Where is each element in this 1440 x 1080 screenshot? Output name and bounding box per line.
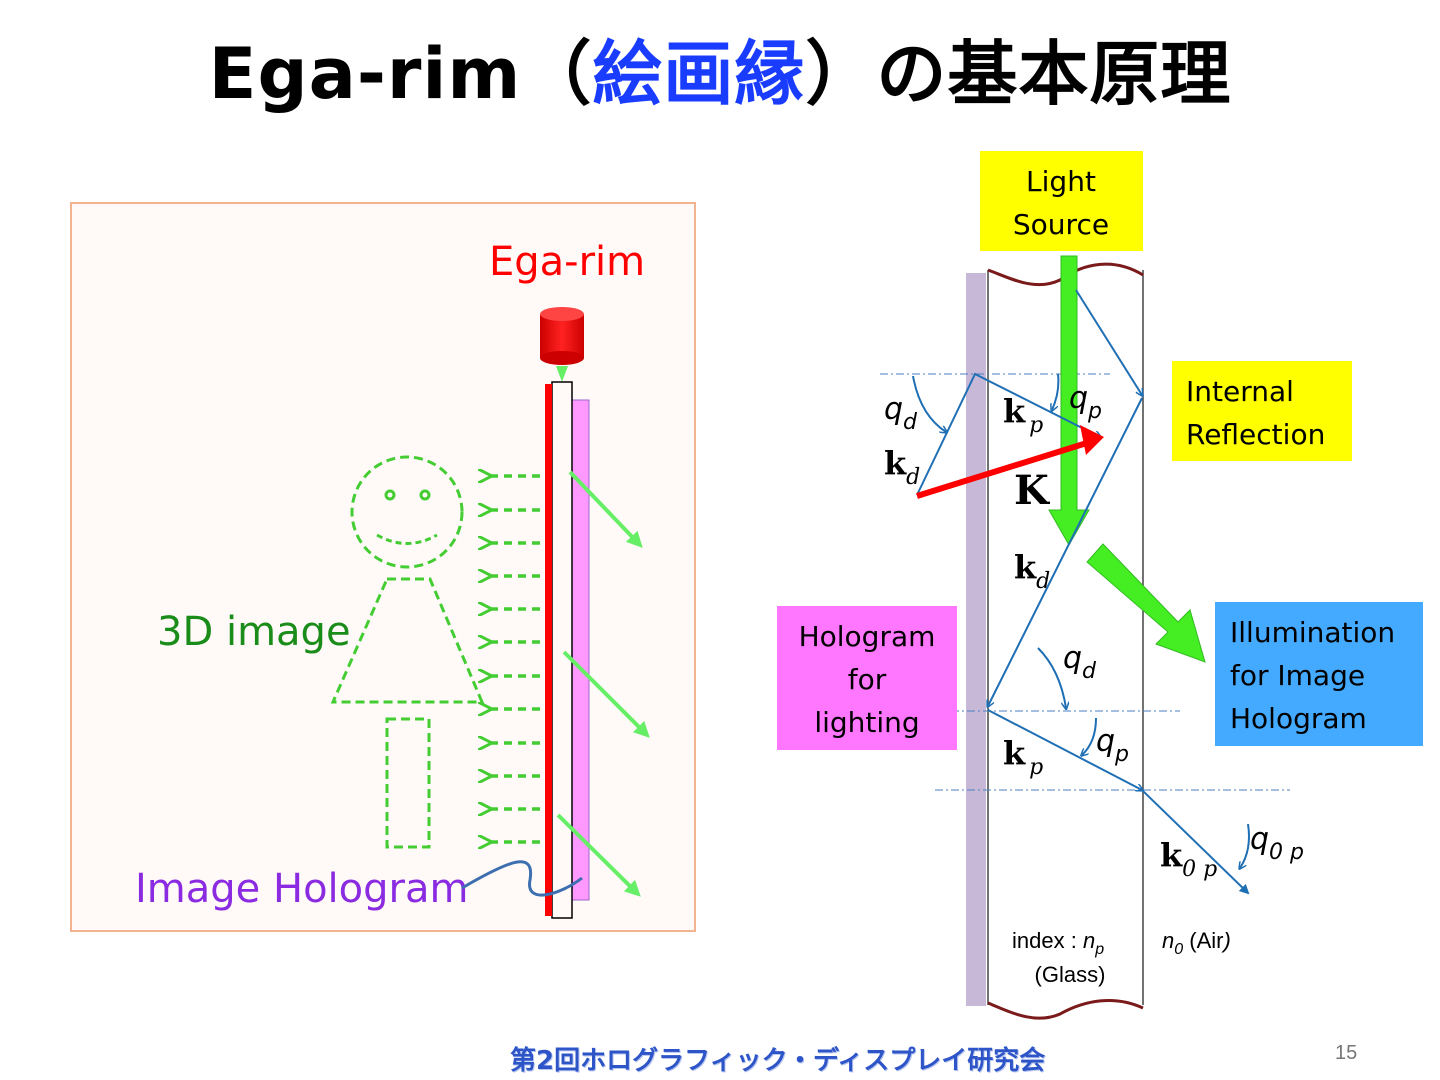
right-panel: Light Source Internal Reflection	[777, 151, 1423, 1020]
index-glass-line2: (Glass)	[1035, 962, 1106, 987]
ega-rim-label: Ega-rim	[489, 239, 645, 285]
footer-text: 第2回ホログラフィック・ディスプレイ研究会	[510, 1046, 1046, 1076]
left-panel-frame	[70, 202, 696, 932]
red-k-arrowhead	[1080, 425, 1104, 455]
theta-p-lower: qp	[1096, 724, 1129, 767]
hologram-for-lighting-box: Hologram for lighting	[777, 606, 957, 750]
illumination-line3: Hologram	[1230, 702, 1367, 735]
theta-d-lower: qd	[1063, 641, 1097, 684]
title-prefix: Ega-rim（	[208, 33, 593, 115]
hologram-lighting-line1: Hologram	[799, 620, 936, 653]
image-hologram-label: Image Hologram	[135, 866, 468, 912]
title-suffix: ）の基本原理	[805, 33, 1232, 115]
index-glass-line1: index : np	[1012, 928, 1104, 958]
light-source-line2: Source	[1013, 208, 1109, 241]
illumination-box: Illumination for Image Hologram	[1215, 602, 1423, 746]
theta-p-upper: qp	[1069, 381, 1102, 424]
page-number: 15	[1335, 1042, 1358, 1064]
left-panel: Ega-rim	[70, 202, 696, 932]
hologram-lighting-line3: lighting	[814, 706, 919, 739]
theta-0p-label: q0 p	[1250, 822, 1304, 865]
green-incident-arrow	[1048, 255, 1090, 547]
green-illumination-arrow	[1086, 543, 1206, 663]
figure-head	[350, 455, 464, 569]
ega-rim-red-bar	[545, 384, 552, 916]
red-k-vector	[916, 439, 1091, 499]
internal-reflection-box: Internal Reflection	[1172, 361, 1352, 461]
light-source-box: Light Source	[980, 151, 1143, 251]
light-source-line1: Light	[1026, 165, 1096, 198]
big-k-label: K	[1014, 467, 1050, 514]
page-title: Ega-rim（絵画縁）の基本原理	[0, 18, 1440, 119]
hologram-layer-strip	[966, 273, 986, 1006]
glass-top-break	[987, 262, 1144, 287]
index-labels: index : np (Glass) n0 (Air)	[1012, 928, 1231, 987]
3d-image-label: 3D image	[157, 609, 351, 655]
internal-reflection-line2: Reflection	[1186, 418, 1325, 451]
index-air: n0 (Air)	[1162, 928, 1231, 958]
ray-paths	[912, 289, 1250, 895]
internal-reflection-line1: Internal	[1186, 375, 1294, 408]
normal-lines	[880, 373, 1290, 791]
k-d-middle: kd	[1014, 548, 1050, 594]
image-hologram-pointer	[461, 860, 583, 897]
light-source-cylinder	[540, 307, 584, 382]
figure-body	[330, 577, 485, 704]
theta-d-upper: qd	[884, 392, 918, 435]
figure-legs	[385, 717, 431, 849]
k-0p-label: k0 p	[1160, 836, 1217, 882]
glass-bottom-break	[987, 998, 1144, 1020]
illumination-line2: for Image	[1230, 659, 1365, 692]
title-accent: 絵画縁	[592, 33, 806, 115]
stick-figure	[330, 455, 485, 849]
illumination-line1: Illumination	[1230, 616, 1395, 649]
diffracted-arrows	[556, 470, 650, 897]
hologram-lighting-line2: for	[848, 663, 887, 696]
k-d-upper: kd	[884, 444, 920, 490]
